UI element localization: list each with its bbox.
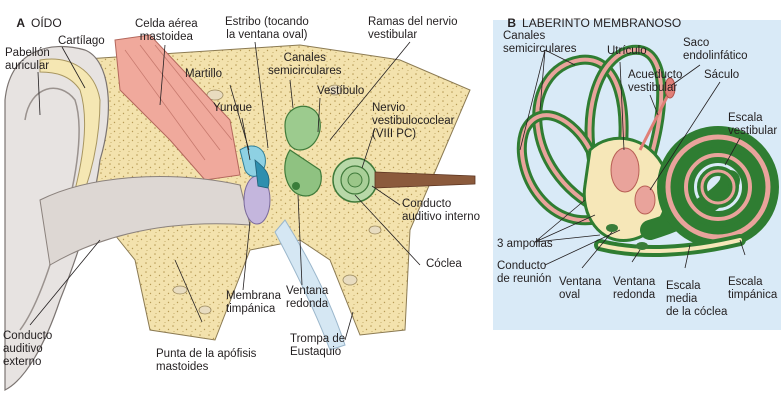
saccule-b	[634, 185, 656, 215]
label-celda-aerea-mastoidea: Celda aérea mastoidea	[135, 18, 198, 43]
utricle-b	[610, 147, 640, 193]
label-escala-media: Escala media de la cóclea	[666, 280, 728, 318]
endolymphatic-sac	[638, 94, 670, 151]
label-acueducto-vestibular: Acueducto vestibular	[628, 69, 683, 94]
label-canales-semicirculares-a: Canales semicirculares	[268, 52, 342, 77]
cochlea-b	[594, 126, 779, 258]
oval-window-b	[606, 224, 618, 232]
label-conducto-auditivo-interno: Conducto auditivo interno	[402, 198, 480, 223]
panel-b-title-text: LABERINTO MEMBRANOSO	[522, 16, 682, 30]
panel-a-letter: A	[16, 16, 26, 30]
label-saco-endolinfatico: Saco endolinfático	[683, 37, 748, 62]
label-nervio-vestibulococlear: Nervio vestibulococlear (VIII PC)	[372, 102, 455, 140]
label-escala-timpanica: Escala timpánica	[728, 276, 778, 301]
label-ventana-redonda-a: Ventana redonda	[286, 285, 329, 310]
temporal-muscle	[114, 34, 241, 181]
label-escala-vestibular: Escala vestibular	[728, 112, 778, 137]
label-trompa-eustaquio: Trompa de Eustaquio	[290, 333, 346, 358]
label-coclea: Cóclea	[426, 258, 462, 270]
label-punta-apofisis-mastoides: Punta de la apófisis mastoides	[156, 348, 257, 373]
panel-a-title-text: OÍDO	[31, 16, 62, 30]
label-canales-semicirculares-b: Canales semicirculares	[503, 30, 577, 55]
auricle-inner	[19, 87, 80, 331]
label-ventana-oval: Ventana oval	[559, 276, 602, 301]
label-pabellon-auricular: Pabellón auricular	[5, 47, 50, 72]
round-window-b	[636, 242, 648, 250]
panel-b-drawing	[493, 20, 781, 330]
label-yunque: Yunque	[213, 102, 253, 114]
label-membrana-timpanica: Membrana timpánica	[226, 290, 281, 315]
label-utriculo: Utrículo	[607, 45, 647, 57]
label-3-ampollas: 3 ampollas	[497, 238, 553, 250]
panel-b-title: B LABERINTO MEMBRANOSO	[494, 2, 681, 44]
label-martillo: Martillo	[185, 68, 223, 80]
panel-a-drawing	[4, 34, 476, 391]
inner-ear-labyrinth-a	[284, 105, 378, 203]
label-conducto-auditivo-externo: Conducto auditivo externo	[3, 330, 53, 368]
label-vestibulo: Vestíbulo	[317, 85, 365, 97]
label-estribo: Estribo (tocando la ventana oval)	[225, 16, 309, 41]
vestibulocochlear-nerve	[374, 171, 476, 189]
label-cartilago: Cartílago	[58, 35, 105, 47]
eustachian-tube	[274, 219, 346, 351]
label-conducto-reunion: Conducto de reunión	[497, 260, 552, 285]
panel-b-letter: B	[507, 16, 517, 30]
label-ventana-redonda-b: Ventana redonda	[613, 276, 656, 301]
label-ramas-nervio-vestibular: Ramas del nervio vestibular	[368, 16, 458, 41]
panel-a-title: A OÍDO	[3, 2, 62, 44]
label-saculo: Sáculo	[704, 69, 740, 81]
